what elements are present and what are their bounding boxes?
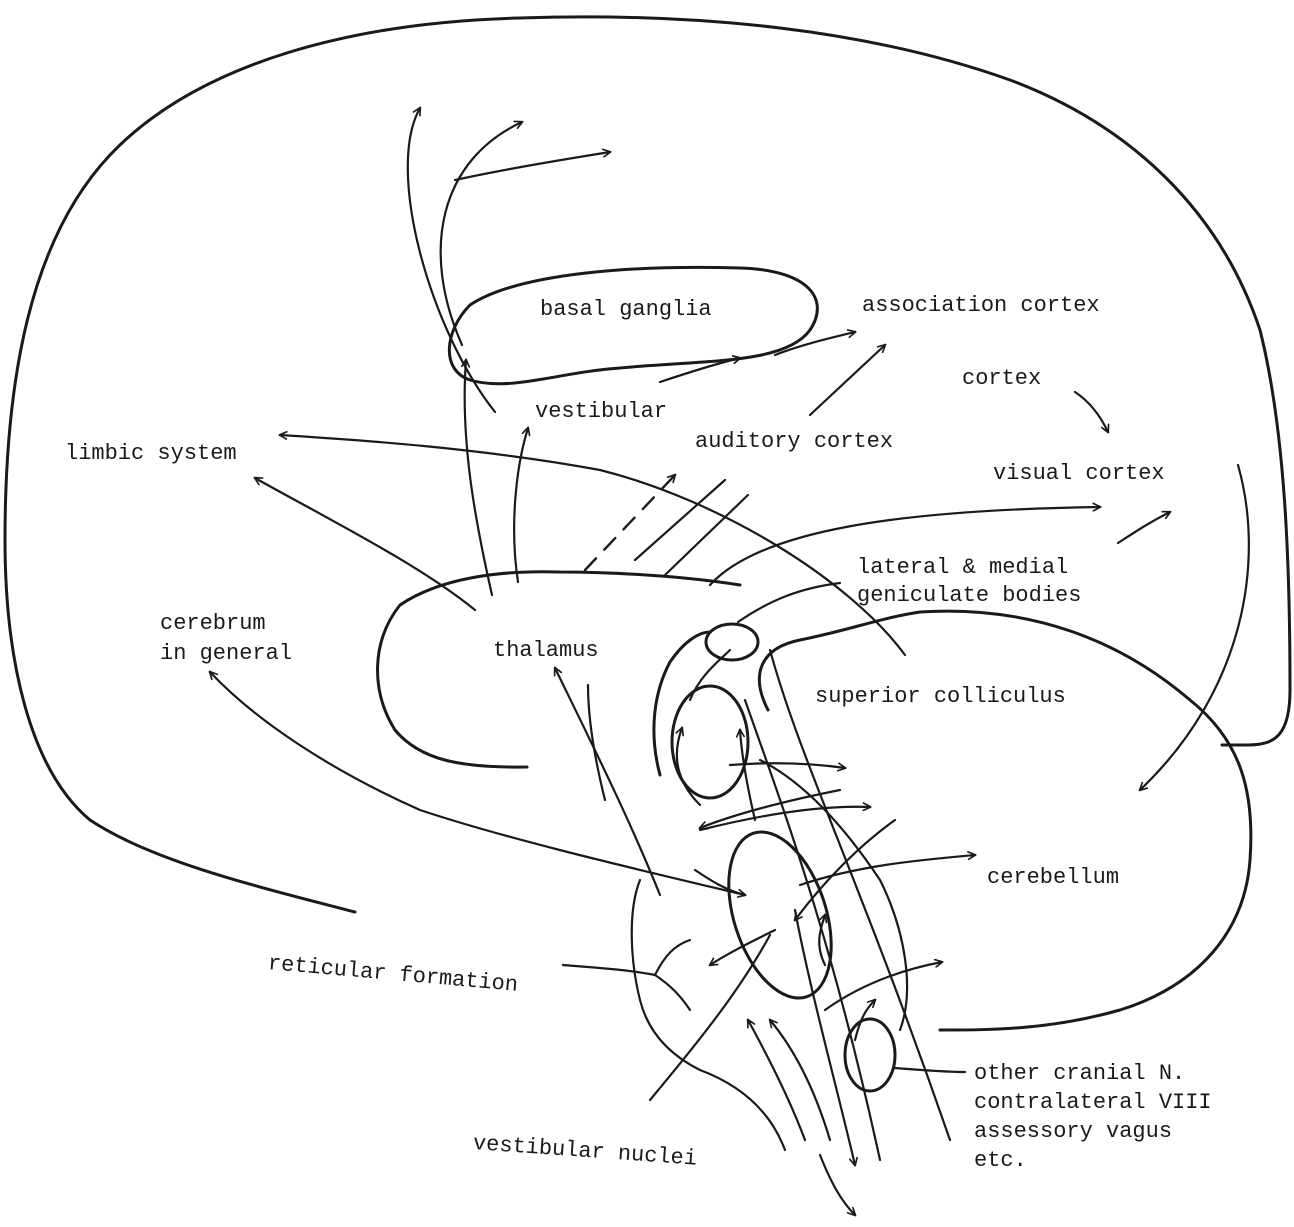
pointer-reticular-2 — [655, 975, 690, 1010]
label-basal-ganglia: basal ganglia — [540, 296, 712, 323]
arrow-cerebrum — [210, 672, 745, 895]
arrow-thalamus-vestibular — [514, 428, 528, 582]
label-cerebrum-line2: in general — [160, 640, 292, 667]
arrow-stem-geniculate — [690, 650, 730, 700]
brainstem-back — [760, 760, 907, 1030]
label-limbic-system: limbic system — [65, 440, 237, 467]
cranial-ellipse — [845, 1019, 895, 1091]
label-cranial-line1: other cranial N. — [974, 1060, 1185, 1087]
label-association-cortex: association cortex — [862, 292, 1100, 319]
pointer-reticular — [563, 965, 655, 975]
label-vestibular: vestibular — [535, 398, 667, 425]
arrow-limbic-2 — [255, 478, 475, 610]
label-cranial-line4: etc. — [974, 1147, 1027, 1174]
vestibular-nuclei-ellipse — [710, 819, 851, 1011]
arrow-up-3 — [455, 152, 610, 180]
arrow-up-2 — [441, 122, 522, 345]
arrow-thalamus-basal — [465, 360, 492, 595]
label-thalamus: thalamus — [493, 637, 599, 664]
pointer-cranial — [895, 1068, 965, 1072]
label-geniculate-line1: lateral & medial — [857, 554, 1068, 581]
label-cranial-line2: contralateral VIII — [974, 1089, 1212, 1116]
label-cerebrum-line1: cerebrum — [160, 610, 266, 637]
arrow-up-1 — [408, 108, 495, 412]
spinal-fibre-2 — [770, 650, 950, 1140]
line-auditory-1 — [635, 480, 725, 560]
label-cerebellum: cerebellum — [987, 864, 1119, 891]
label-geniculate-line2: geniculate bodies — [857, 582, 1081, 609]
geniculate-ellipse — [706, 624, 758, 660]
arrow-vestibular-assoc-2 — [775, 332, 855, 355]
spinal-up-1 — [748, 1020, 805, 1140]
label-cortex: cortex — [962, 365, 1041, 392]
label-visual-cortex: visual cortex — [993, 460, 1165, 487]
arrow-visual-cerebellum — [1140, 465, 1249, 790]
label-cranial-line3: assessory vagus — [974, 1118, 1172, 1145]
basal-ganglia-shape — [449, 267, 817, 383]
label-superior-colliculus: superior colliculus — [815, 683, 1066, 710]
thalamus-shape — [378, 572, 740, 767]
pointer-reticular-3 — [655, 940, 690, 975]
arrow-vn-left — [710, 930, 775, 965]
arrow-cortex-visual — [1075, 392, 1108, 432]
arrow-limbic — [280, 435, 905, 655]
spinal-down-2 — [820, 1155, 855, 1215]
label-auditory-cortex: auditory cortex — [695, 428, 893, 455]
arrow-vn-in — [695, 870, 745, 895]
arrow-geniculate-visual-2 — [1118, 512, 1170, 543]
brainstem-front — [632, 880, 785, 1150]
line-geniculate-label — [738, 583, 840, 622]
arrow-stem-right-1 — [730, 763, 845, 768]
arrow-auditory-assoc — [810, 345, 885, 415]
